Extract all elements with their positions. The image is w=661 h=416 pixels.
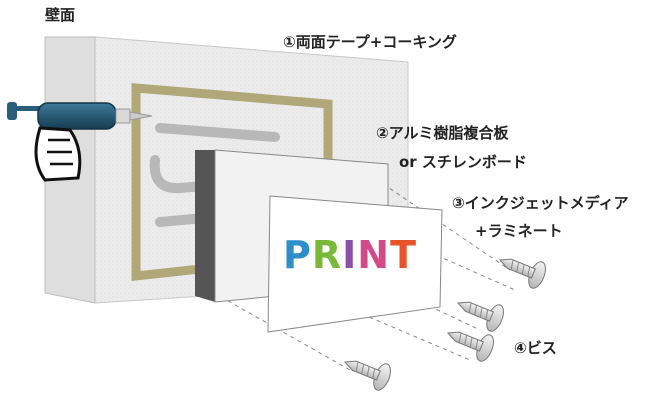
step1-label: ①両面テープ+コーキング	[283, 33, 457, 51]
screw-icon	[498, 258, 546, 289]
inkjet-media	[267, 195, 443, 333]
screw-icon	[343, 360, 391, 391]
print-letter: R	[311, 233, 343, 277]
print-letter: P	[283, 233, 312, 277]
screw-icon	[446, 331, 494, 362]
print-text: PRINT	[283, 236, 417, 274]
screw-icon	[456, 301, 504, 332]
print-letter: T	[390, 233, 417, 277]
step2-label-line1: ②アルミ樹脂複合板	[376, 124, 509, 142]
step3-label-line2: +ラミネート	[475, 222, 563, 240]
step2-label-line2: or スチレンボード	[399, 153, 527, 171]
print-letter: N	[357, 233, 391, 277]
caulking-gun-icon	[7, 102, 153, 182]
step3-label-line1: ③インクジェットメディア	[452, 194, 629, 212]
step4-label: ④ビス	[514, 339, 557, 357]
wall-label: 壁面	[45, 6, 76, 24]
print-letter: I	[342, 233, 358, 277]
